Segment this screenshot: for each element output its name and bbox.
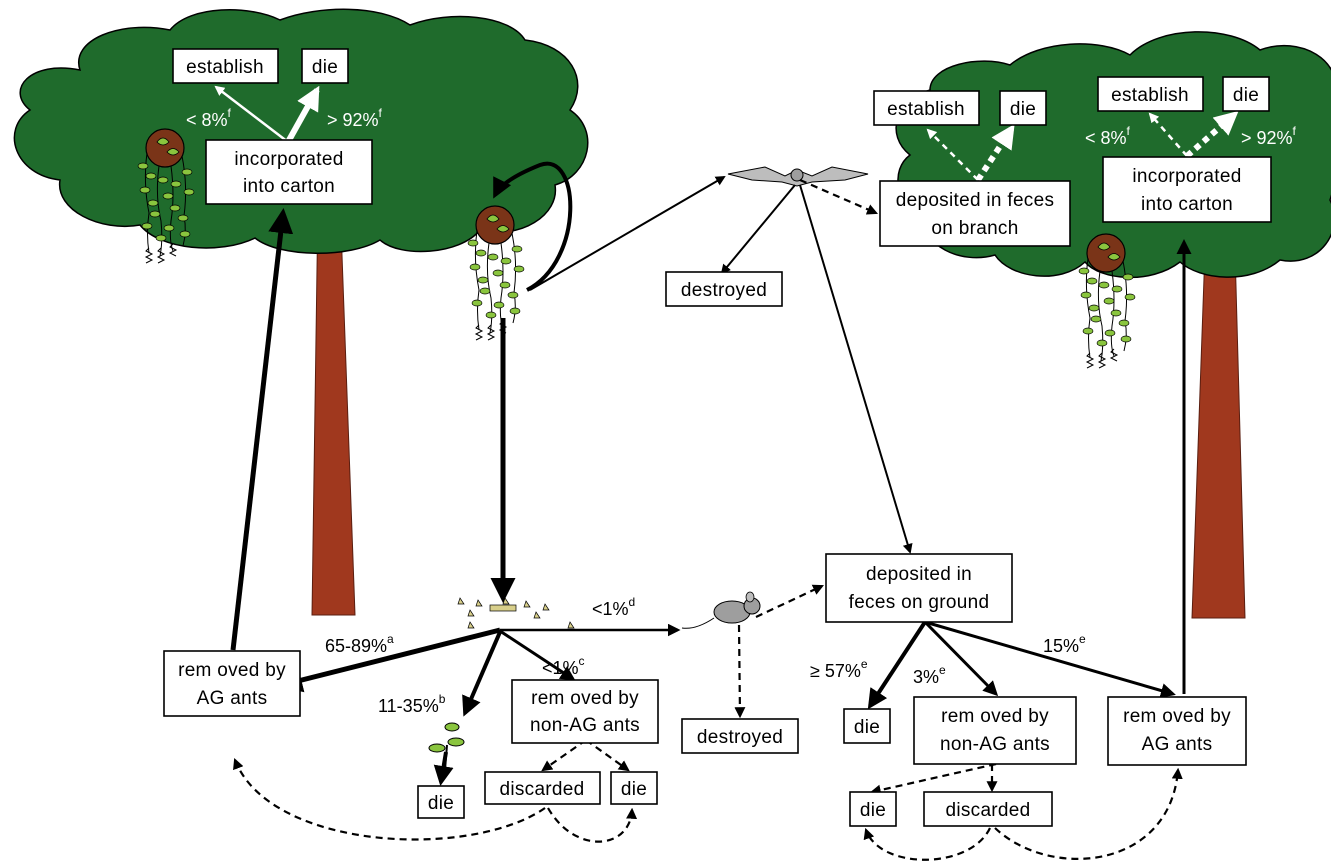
label-lt1-c: <1%c [542,654,585,678]
svg-text:discarded: discarded [945,800,1030,821]
dashed-flow-arrows [233,178,1183,861]
label-left-lt8: < 8%f [186,106,232,130]
svg-text:die: die [1233,85,1259,106]
svg-text:non-AG ants: non-AG ants [940,734,1050,755]
bat-icon [727,166,869,187]
svg-text:incorporated: incorporated [1132,166,1241,187]
die-left-small-box: die [610,771,658,805]
label-15: 15%e [1043,632,1086,656]
label-65-89: 65-89%a [325,632,394,656]
svg-text:die: die [860,800,886,821]
svg-text:AG ants: AG ants [197,688,268,709]
svg-text:on branch: on branch [931,218,1018,239]
removed-ag-left-box: rem oved by AG ants [163,650,301,717]
svg-text:destroyed: destroyed [681,280,767,301]
right-carton-box: incorporated into carton [1102,156,1272,223]
bat-die-box: die [999,90,1047,126]
flow-arrows [230,161,1192,786]
svg-text:deposited in: deposited in [866,564,972,585]
svg-text:die: die [428,793,454,814]
right-canopy-arrows [926,110,1239,182]
bat-establish-box: establish [873,90,980,126]
svg-text:rem oved by: rem oved by [178,660,286,681]
svg-text:establish: establish [186,57,264,78]
svg-text:establish: establish [887,99,965,120]
label-11-35: 11-35%b [378,692,446,716]
percent-labels: < 8%f > 92%f < 8%f > 92%f 65-89%a 11-35%… [186,106,1297,716]
svg-text:feces on ground: feces on ground [849,592,990,613]
feces-ground-box: deposited in feces on ground [825,553,1013,623]
svg-text:incorporated: incorporated [234,149,343,170]
seedling-icon [428,722,465,771]
removed-nonag-right-box: rem oved by non-AG ants [913,696,1077,765]
label-3: 3%e [913,663,946,687]
svg-text:rem oved by: rem oved by [531,688,639,709]
die-ground-box: die [843,708,891,744]
svg-text:destroyed: destroyed [697,727,783,748]
svg-text:into carton: into carton [243,176,335,197]
svg-text:into carton: into carton [1141,194,1233,215]
svg-text:deposited in feces: deposited in feces [896,190,1055,211]
removed-ag-right-box: rem oved by AG ants [1107,696,1247,766]
svg-text:AG ants: AG ants [1142,734,1213,755]
seed-pile-icon [457,597,575,629]
die-bottom-right-box: die [849,791,897,827]
svg-text:die: die [621,779,647,800]
label-ge57: ≥ 57%e [810,657,868,681]
mouse-destroyed-box: destroyed [681,718,799,754]
right-die-box: die [1222,76,1270,112]
left-die-box: die [301,48,349,84]
svg-text:rem oved by: rem oved by [1123,706,1231,727]
removed-nonag-left-box: rem oved by non-AG ants [511,679,659,744]
die-seedling-box: die [417,785,465,819]
svg-text:die: die [1010,99,1036,120]
discarded-right-box: discarded [923,791,1053,827]
feces-branch-box: deposited in feces on branch [879,180,1071,247]
left-carton-box: incorporated into carton [205,139,373,205]
label-lt1-d: <1%d [592,595,635,619]
left-establish-box: establish [172,48,279,84]
label-right-lt8: < 8%f [1085,124,1131,148]
right-establish-box: establish [1097,76,1204,112]
svg-text:die: die [854,717,880,738]
svg-text:discarded: discarded [499,779,584,800]
svg-text:rem oved by: rem oved by [941,706,1049,727]
mouse-icon [681,591,761,629]
bat-destroyed-box: destroyed [665,271,783,307]
svg-text:establish: establish [1111,85,1189,106]
discarded-left-box: discarded [484,771,601,805]
label-left-gt92: > 92%f [327,106,383,130]
svg-text:die: die [312,57,338,78]
label-right-gt92: > 92%f [1241,124,1297,148]
svg-text:non-AG ants: non-AG ants [530,715,640,736]
left-canopy-arrows [214,85,320,144]
